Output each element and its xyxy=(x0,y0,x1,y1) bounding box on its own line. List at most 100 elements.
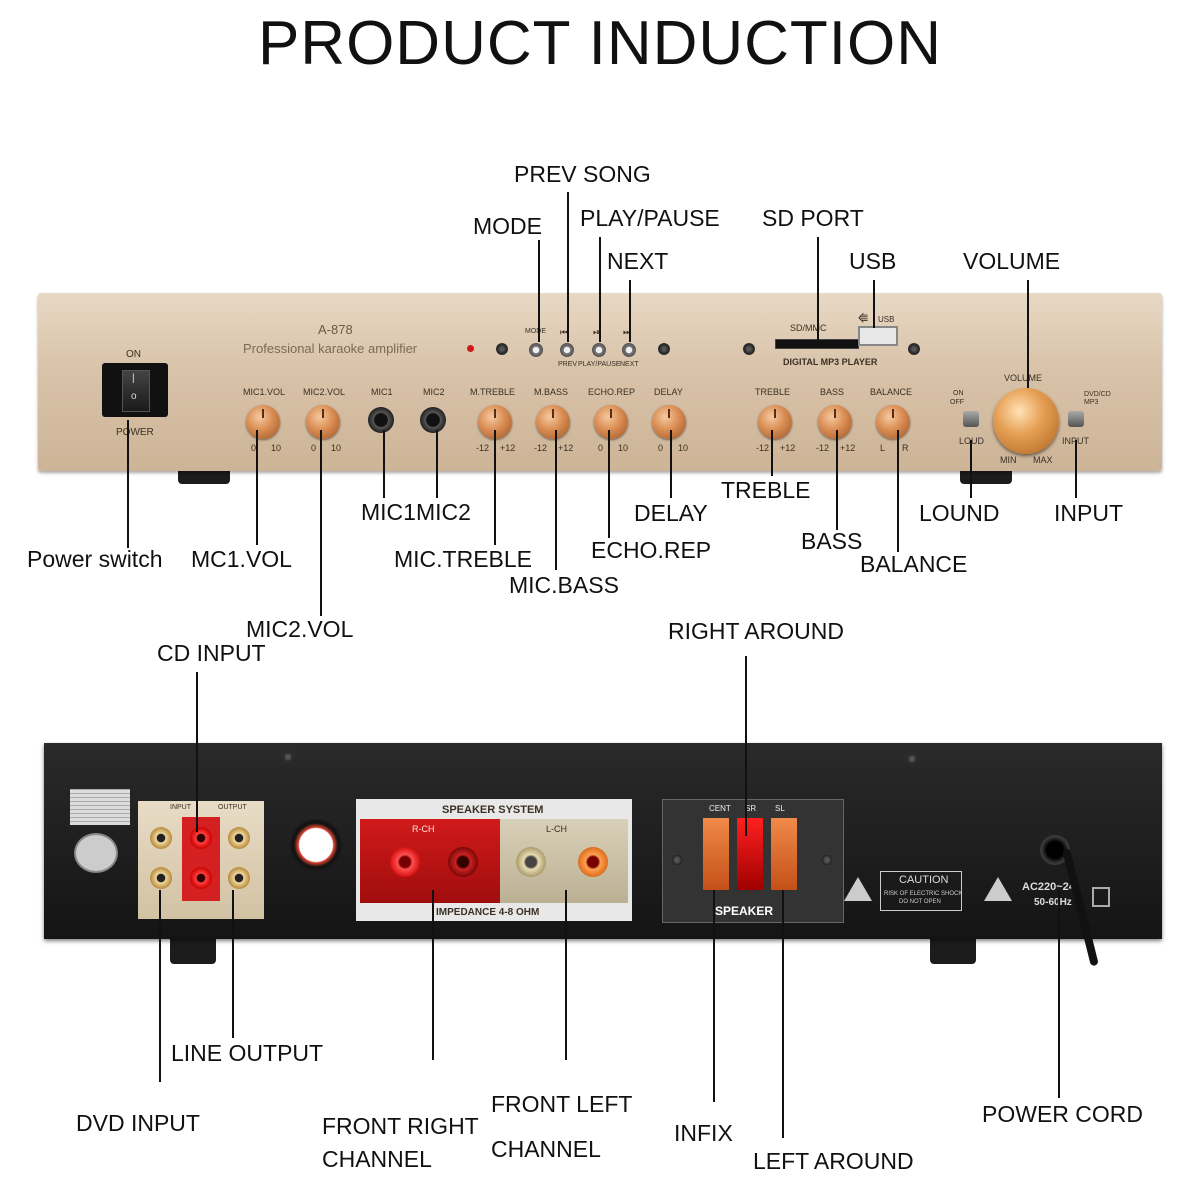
screw-icon xyxy=(658,343,670,355)
callout-line-output: LINE OUTPUT xyxy=(171,1040,324,1066)
warning-icon xyxy=(984,877,1012,901)
callout-sd-port: SD PORT xyxy=(762,205,864,231)
loud-button[interactable] xyxy=(963,411,979,427)
front-left-plus-terminal[interactable] xyxy=(578,847,608,877)
treble-knob[interactable] xyxy=(758,405,792,439)
screw-icon xyxy=(743,343,755,355)
sr-label: SR xyxy=(745,804,757,813)
input-button[interactable] xyxy=(1068,411,1084,427)
delay-knob[interactable] xyxy=(652,405,686,439)
warning-icon xyxy=(844,877,872,901)
callout-line xyxy=(670,430,672,498)
usb-port[interactable] xyxy=(858,326,898,346)
callout-line xyxy=(771,430,773,476)
dvd-input-jack[interactable] xyxy=(150,867,172,889)
cd-input-jack[interactable] xyxy=(190,867,212,889)
knob-min: -12 xyxy=(534,443,548,453)
on-label: ON xyxy=(126,349,141,360)
screw-icon xyxy=(282,751,294,763)
bass-knob[interactable] xyxy=(818,405,852,439)
mic-bass-knob[interactable] xyxy=(536,405,570,439)
ac-frequency-label: 50-60Hz xyxy=(1034,897,1072,908)
callout-input: INPUT xyxy=(1054,500,1123,526)
prev-icon: ⏮ xyxy=(560,327,569,337)
callout-line xyxy=(436,430,438,498)
knob-min: 0 xyxy=(311,443,317,453)
cd-input-jack[interactable] xyxy=(190,827,212,849)
callout-line xyxy=(567,192,569,342)
input-mp3-label: MP3 xyxy=(1084,399,1099,406)
callout-line xyxy=(873,280,875,328)
mode-label: MODE xyxy=(525,328,546,335)
model-number: A-878 xyxy=(318,322,353,337)
left-surround-terminal[interactable] xyxy=(771,818,797,890)
usb-label: USB xyxy=(878,315,895,324)
balance-knob[interactable] xyxy=(876,405,910,439)
volume-label: VOLUME xyxy=(1004,373,1043,383)
left-channel-block: L-CH xyxy=(500,819,628,903)
mic2-jack[interactable] xyxy=(420,407,446,433)
speaker-label: SPEAKER xyxy=(715,904,774,918)
loud-off-label: OFF xyxy=(950,399,964,406)
volume-max: MAX xyxy=(1033,455,1053,465)
knob-max: 10 xyxy=(618,443,629,453)
echo-repeat-knob[interactable] xyxy=(594,405,628,439)
caution-sub1: RISK OF ELECTRIC SHOCK xyxy=(884,891,963,897)
knob-max: +12 xyxy=(558,443,574,453)
knob-label: M.TREBLE xyxy=(470,387,516,397)
front-right-minus-terminal[interactable] xyxy=(448,847,478,877)
callout-line xyxy=(1058,890,1060,1098)
callout-front-right-1: FRONT RIGHT xyxy=(322,1113,479,1139)
screw-icon xyxy=(906,753,918,765)
front-right-plus-terminal[interactable] xyxy=(390,847,420,877)
rca-output-label: OUTPUT xyxy=(218,804,247,811)
center-terminal[interactable] xyxy=(703,818,729,890)
line-output-jack[interactable] xyxy=(228,827,250,849)
callout-delay: DELAY xyxy=(634,500,708,526)
volume-knob[interactable] xyxy=(993,388,1059,454)
callout-front-left-1: FRONT LEFT xyxy=(491,1091,633,1117)
mp3-player-label: DIGITAL MP3 PLAYER xyxy=(783,357,878,367)
right-surround-terminal[interactable] xyxy=(737,818,763,890)
prev-button[interactable] xyxy=(560,343,574,357)
callout-line xyxy=(629,280,631,342)
power-switch[interactable]: | o xyxy=(102,363,168,417)
mic1-volume-knob[interactable] xyxy=(246,405,280,439)
callout-front-left-2: CHANNEL xyxy=(491,1136,601,1162)
callout-line xyxy=(159,890,161,1082)
callout-line xyxy=(599,237,601,342)
right-channel-label: R-CH xyxy=(412,824,435,834)
dvd-input-jack[interactable] xyxy=(150,827,172,849)
callout-mc1-vol: MC1.VOL xyxy=(191,546,292,572)
prev-label: PREV xyxy=(558,361,578,368)
fuse-icon xyxy=(1092,887,1110,907)
knob-max: 10 xyxy=(271,443,282,453)
mic2-volume-knob[interactable] xyxy=(306,405,340,439)
front-left-minus-terminal[interactable] xyxy=(516,847,546,877)
callout-right-around: RIGHT AROUND xyxy=(668,618,844,644)
mode-button[interactable] xyxy=(529,343,543,357)
line-output-jack[interactable] xyxy=(228,867,250,889)
play-pause-icon: ⏯ xyxy=(593,327,601,337)
knob-label: BALANCE xyxy=(870,387,913,397)
sd-card-slot[interactable] xyxy=(775,339,859,349)
callout-usb: USB xyxy=(849,248,897,274)
knob-max: 10 xyxy=(331,443,342,453)
knob-label: ECHO.REP xyxy=(588,387,636,397)
next-label: NEXT xyxy=(620,361,639,368)
mic1-jack[interactable] xyxy=(368,407,394,433)
knob-label: MIC2.VOL xyxy=(303,387,346,397)
rca-plate: INPUT OUTPUT xyxy=(138,801,264,919)
callout-lound: LOUND xyxy=(919,500,1000,526)
power-led xyxy=(467,345,474,352)
caution-box: CAUTION RISK OF ELECTRIC SHOCK DO NOT OP… xyxy=(880,871,962,911)
next-button[interactable] xyxy=(622,343,636,357)
callout-volume: VOLUME xyxy=(963,248,1061,274)
play-pause-button[interactable] xyxy=(592,343,606,357)
screw-icon xyxy=(671,854,683,866)
callout-mode: MODE xyxy=(473,213,542,239)
callout-cd-input: CD INPUT xyxy=(157,640,266,666)
surround-plate: CENT SR SL SPEAKER xyxy=(662,799,844,923)
knob-max: 10 xyxy=(678,443,689,453)
callout-line xyxy=(320,430,322,616)
